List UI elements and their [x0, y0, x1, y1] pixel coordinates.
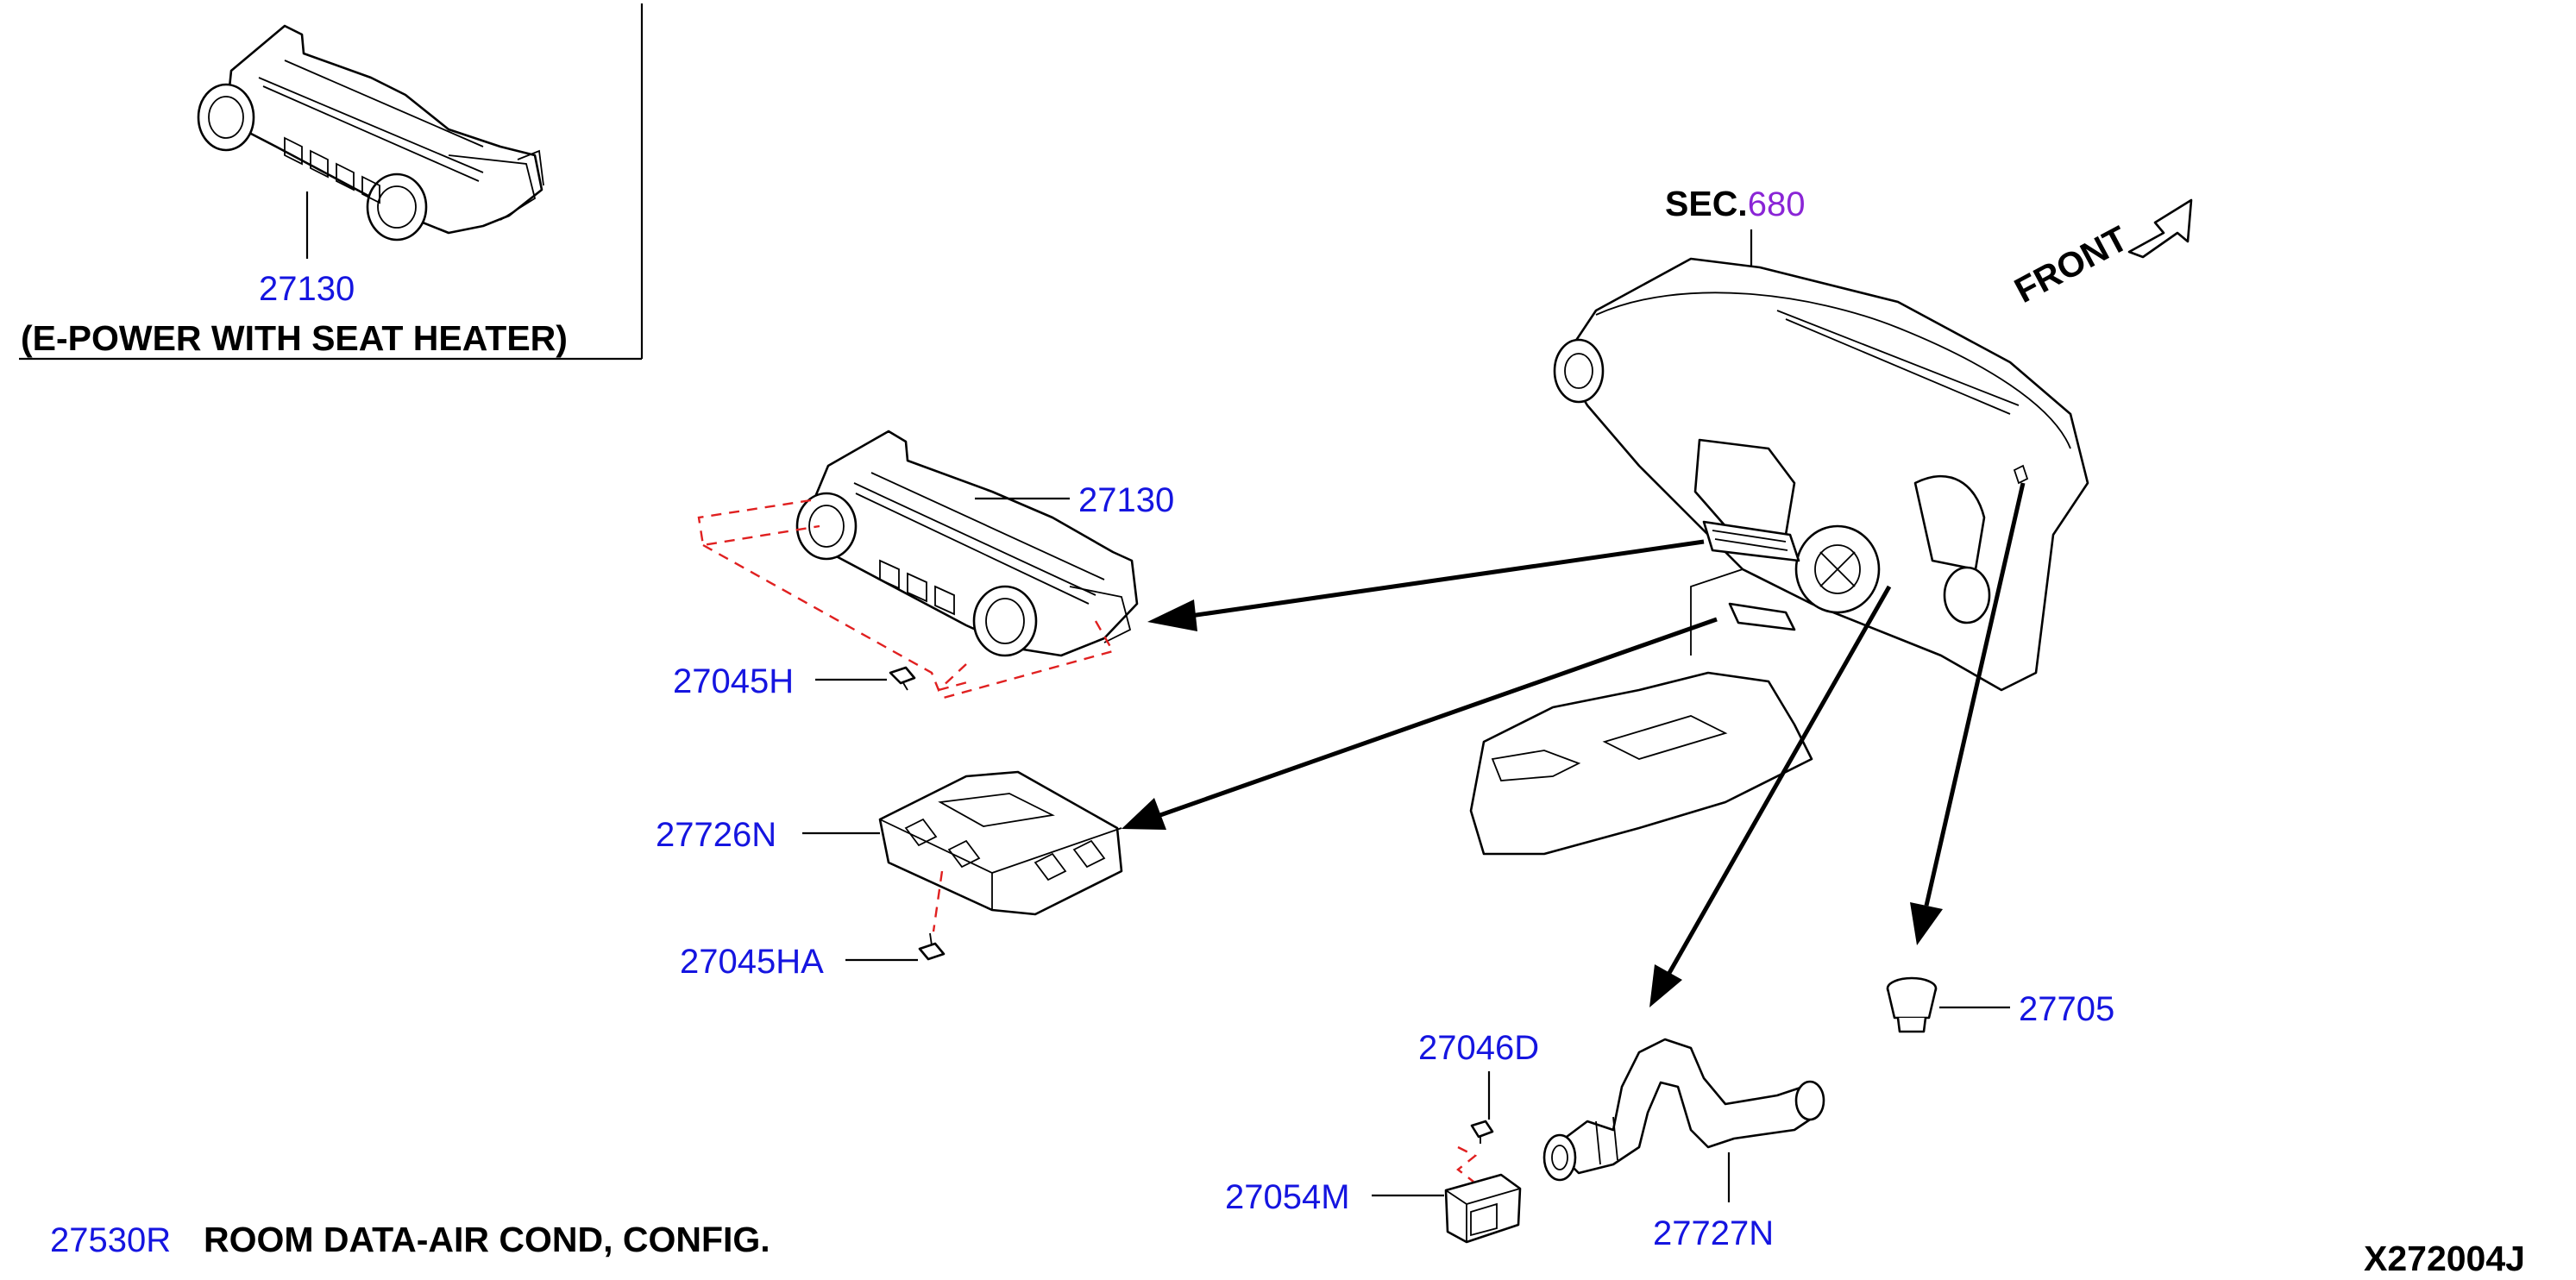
front-label: FRONT [2008, 218, 2134, 311]
part-number-27727N[interactable]: 27727N [1653, 1214, 1774, 1252]
inset-caption: (E-POWER WITH SEAT HEATER) [21, 318, 568, 358]
red-guide-27130 [697, 499, 1115, 700]
instrument-panel-assembly [1469, 257, 2089, 856]
red-guide-27054M [1456, 1145, 1478, 1183]
part-number-27726N[interactable]: 27726N [656, 816, 776, 854]
knob-left [795, 492, 858, 561]
sensor-27705 [1886, 976, 1938, 1033]
part-number-27054M[interactable]: 27054M [1225, 1178, 1350, 1216]
control-module-27726N [878, 770, 1123, 916]
location-arrows [1122, 482, 2026, 1007]
screw-27046D [1470, 1120, 1494, 1144]
part-number-27045HA[interactable]: 27045HA [680, 943, 824, 981]
part-number-27705[interactable]: 27705 [2019, 990, 2114, 1028]
sensor-bracket-27054M [1444, 1173, 1522, 1244]
diagram-id: X272004J [2364, 1239, 2525, 1278]
climate-control-unit [795, 430, 1139, 657]
section-reference[interactable]: SEC.680 [1665, 184, 1805, 223]
section-number-link[interactable]: 680 [1748, 185, 1806, 223]
section-prefix: SEC. [1665, 184, 1748, 223]
part-number-27045H[interactable]: 27045H [673, 662, 794, 700]
inset-knob-right [366, 173, 428, 242]
front-arrow-icon [2127, 198, 2193, 259]
aspirator-duct-27727N [1542, 1038, 1825, 1182]
inset-part-number-27130[interactable]: 27130 [259, 270, 355, 308]
inset-box: 27130 (E-POWER WITH SEAT HEATER) [19, 3, 644, 361]
footer-description: ROOM DATA-AIR COND, CONFIG. [204, 1220, 770, 1259]
inset-knob-left [197, 83, 255, 152]
part-number-27046D[interactable]: 27046D [1418, 1029, 1539, 1067]
svg-text:SEC.680: SEC.680 [1665, 184, 1805, 223]
footer-part-number-27530R[interactable]: 27530R [50, 1221, 171, 1259]
knob-right [972, 585, 1038, 657]
inset-climate-control-unit [197, 24, 544, 242]
front-direction-indicator: FRONT [2008, 198, 2193, 311]
red-guide-27045HA [932, 870, 944, 932]
screw-27045HA [918, 932, 946, 961]
screw-27045H [889, 666, 916, 691]
part-number-27130[interactable]: 27130 [1078, 481, 1174, 519]
